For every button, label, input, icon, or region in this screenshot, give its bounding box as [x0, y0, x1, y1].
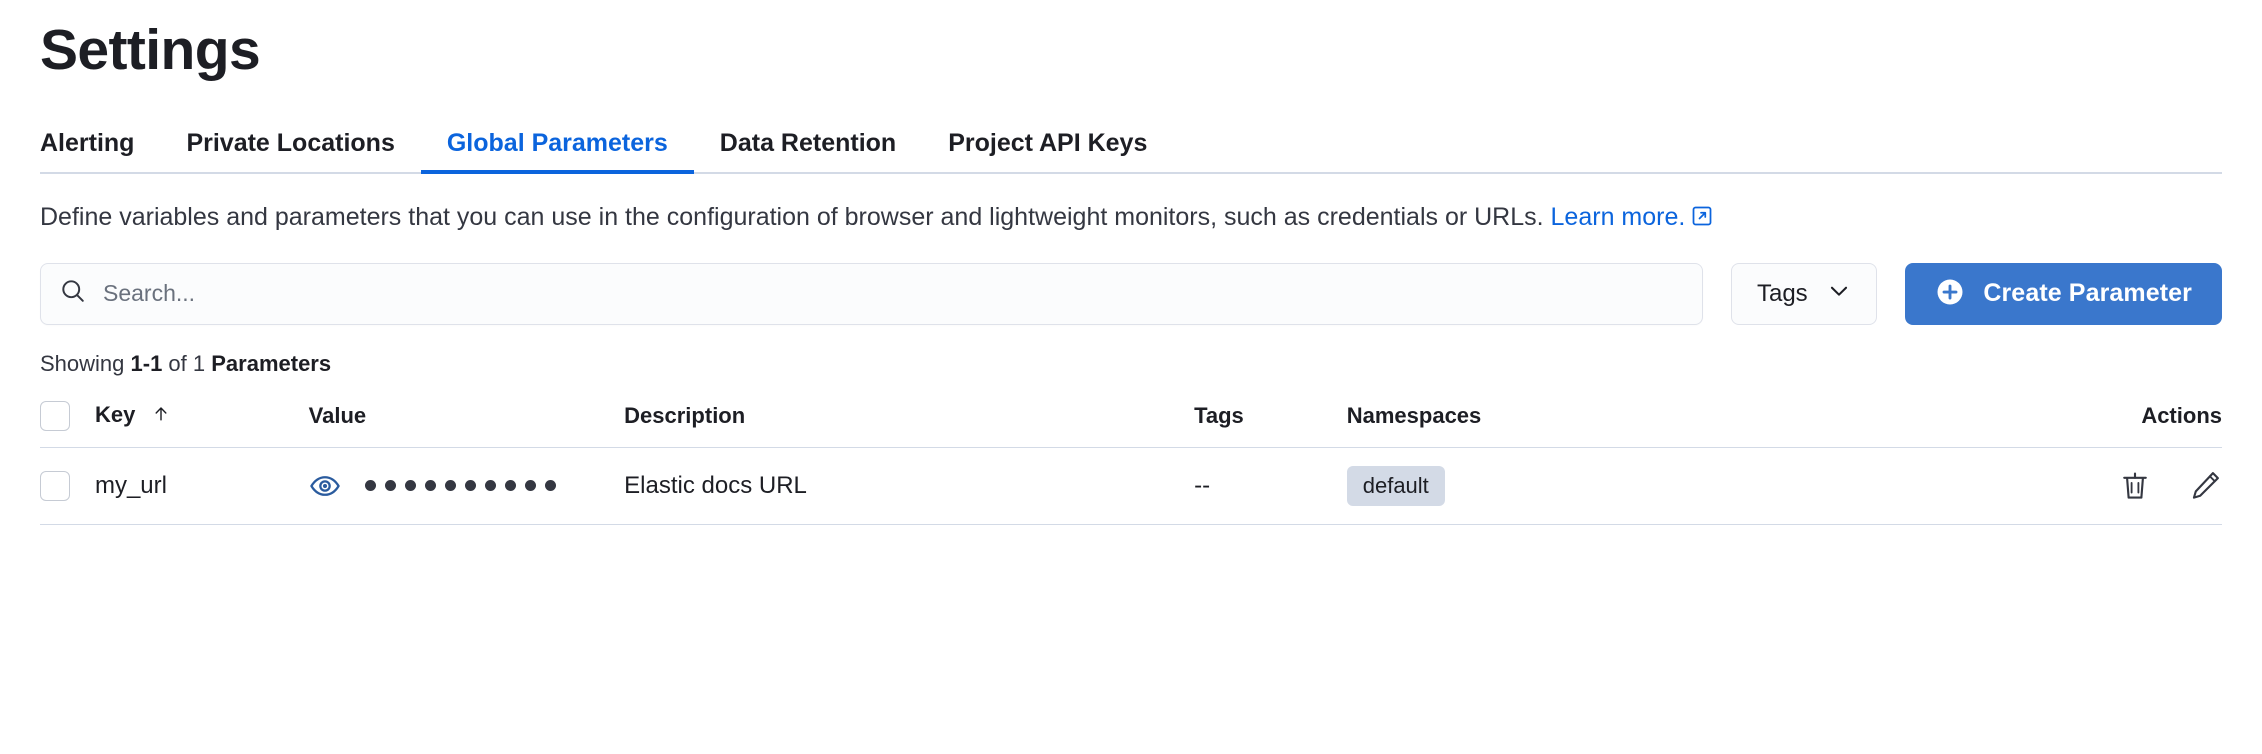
page-title: Settings — [40, 18, 261, 82]
tab-project-api-keys[interactable]: Project API Keys — [922, 128, 1173, 172]
row-value-cell — [308, 447, 625, 525]
external-link-icon — [1692, 201, 1712, 235]
select-all-checkbox[interactable] — [40, 400, 70, 431]
results-range: 1-1 — [130, 350, 163, 376]
row-checkbox[interactable] — [40, 470, 70, 501]
tab-label: Global Parameters — [446, 128, 668, 157]
tab-data-retention[interactable]: Data Retention — [694, 128, 922, 172]
description-text: Define variables and parameters that you… — [40, 202, 1551, 231]
row-key-cell: my_url — [94, 447, 309, 525]
masked-value — [364, 480, 556, 492]
row-namespaces-cell: default — [1346, 447, 1958, 525]
search-placeholder: Search... — [103, 280, 196, 307]
results-prefix: Showing — [40, 350, 131, 376]
table-body: my_url — [40, 447, 2222, 525]
table-header-row: Key Value Description Tags — [40, 390, 2222, 448]
toolbar: Search... Tags Create Parameter — [40, 262, 2222, 325]
delete-icon[interactable] — [2118, 469, 2152, 503]
namespace-badge: default — [1346, 465, 1445, 506]
arrow-up-icon — [151, 404, 171, 430]
table-row[interactable]: my_url — [40, 447, 2222, 525]
th-select-all — [40, 390, 95, 448]
tab-private-locations[interactable]: Private Locations — [160, 128, 420, 172]
page-description: Define variables and parameters that you… — [40, 200, 2190, 235]
row-actions-cell — [1957, 447, 2222, 525]
learn-more-label: Learn more. — [1550, 202, 1686, 231]
parameters-table: Key Value Description Tags — [40, 390, 2222, 525]
th-tags[interactable]: Tags — [1194, 390, 1347, 448]
tab-alerting[interactable]: Alerting — [40, 128, 160, 172]
th-value-label: Value — [308, 402, 367, 428]
tab-label: Project API Keys — [948, 128, 1148, 157]
th-key[interactable]: Key — [94, 390, 309, 448]
table-header: Key Value Description Tags — [40, 390, 2222, 448]
th-actions-label: Actions — [2141, 402, 2222, 428]
chevron-down-icon — [1826, 278, 1852, 309]
search-field[interactable]: Search... — [40, 262, 1704, 325]
learn-more-link[interactable]: Learn more. — [1551, 203, 1713, 231]
eye-icon[interactable] — [309, 470, 341, 502]
tags-filter-button[interactable]: Tags — [1731, 262, 1878, 325]
row-tags-cell: -- — [1194, 447, 1347, 525]
tab-label: Data Retention — [719, 128, 897, 157]
edit-icon[interactable] — [2188, 469, 2222, 503]
th-description-label: Description — [624, 402, 746, 428]
th-tags-label: Tags — [1194, 402, 1244, 428]
row-description-cell: Elastic docs URL — [624, 447, 1195, 525]
row-select-cell — [40, 447, 95, 525]
results-count: Showing 1-1 of 1 Parameters — [40, 351, 2222, 377]
tab-global-parameters[interactable]: Global Parameters — [420, 128, 694, 174]
th-namespaces-label: Namespaces — [1346, 402, 1482, 428]
results-middle: of 1 — [162, 350, 212, 376]
th-key-label: Key — [94, 401, 136, 427]
tags-button-label: Tags — [1756, 279, 1808, 307]
results-entity: Parameters — [211, 350, 332, 376]
th-namespaces[interactable]: Namespaces — [1346, 390, 1958, 448]
th-actions: Actions — [1957, 390, 2222, 448]
plus-circle-icon — [1935, 277, 1965, 310]
settings-tabs: Alerting Private Locations Global Parame… — [40, 118, 2222, 174]
tab-label: Alerting — [40, 128, 135, 157]
search-icon — [59, 277, 87, 310]
create-parameter-button[interactable]: Create Parameter — [1905, 262, 2222, 325]
tab-label: Private Locations — [186, 128, 395, 157]
th-description[interactable]: Description — [624, 390, 1195, 448]
th-value[interactable]: Value — [308, 390, 625, 448]
create-parameter-label: Create Parameter — [1983, 279, 2192, 308]
